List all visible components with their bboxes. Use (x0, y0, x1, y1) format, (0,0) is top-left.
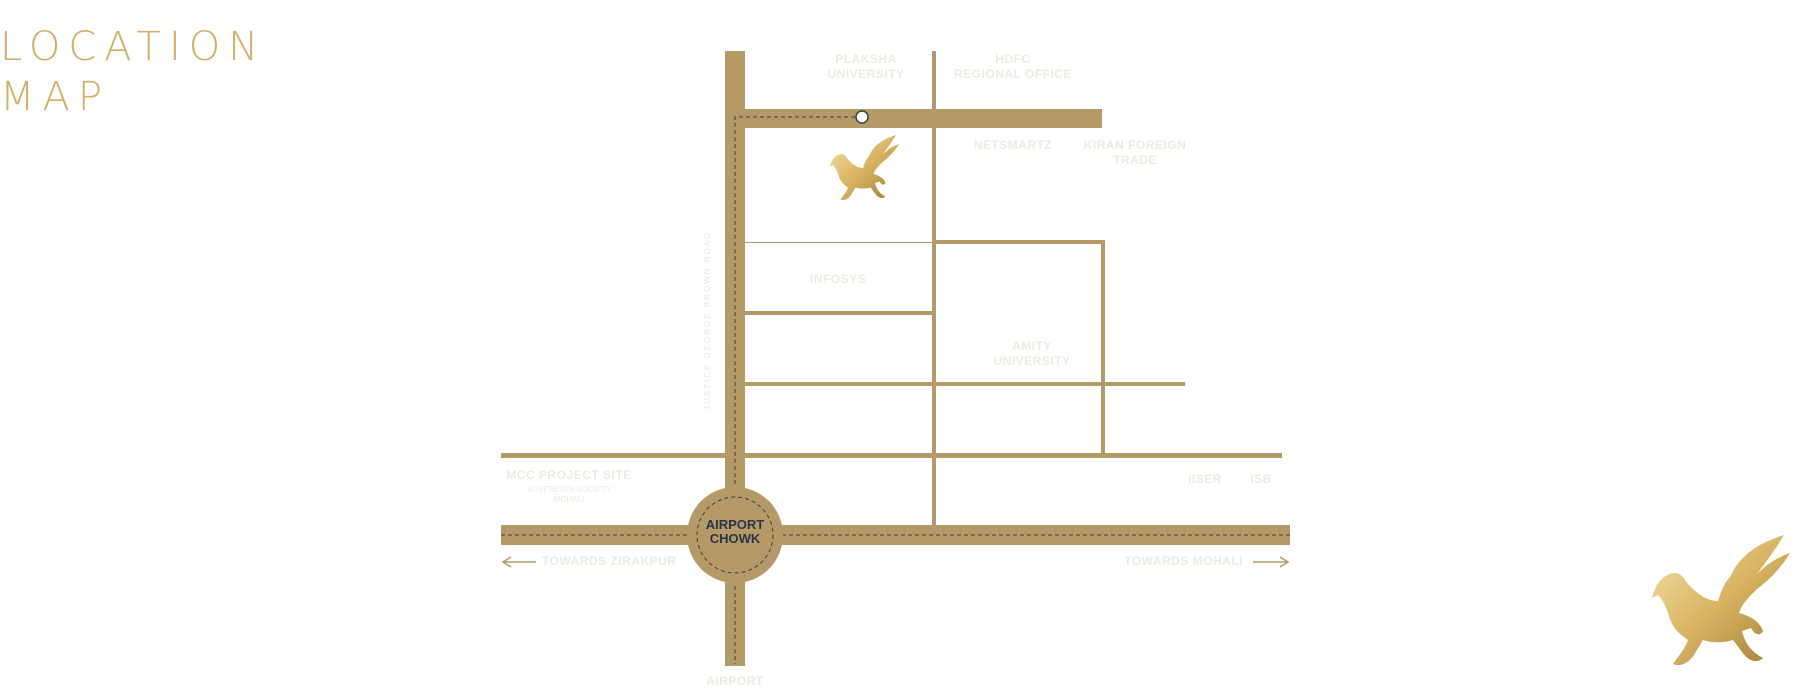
road-box-top (934, 240, 1105, 244)
arrow-right-icon (1253, 556, 1290, 568)
label-isb: ISB (1250, 472, 1272, 486)
label-kiran-1: KIRAN FOREIGN (1084, 138, 1187, 152)
label-iiser: IISER (1188, 472, 1222, 486)
road-infosys-bottom (745, 311, 936, 315)
road-long-horizontal (501, 453, 1282, 458)
label-hdfc-1: HDFC (995, 52, 1030, 66)
route-dashed-lines (501, 116, 1290, 664)
pegasus-icon (830, 135, 899, 201)
label-amity-2: UNIVERSITY (993, 354, 1070, 368)
road-box-right (1101, 240, 1105, 456)
road-amity (745, 382, 1185, 386)
label-vertical-road: JUSTICE GEORGE BROWN ROAD (703, 231, 712, 410)
arrow-left-icon (501, 556, 536, 568)
title-line-map: MAP (0, 74, 110, 120)
label-plaksha-1: PLAKSHA (835, 52, 897, 66)
chowk-dashed-ring (696, 496, 774, 574)
circle-marker-icon (855, 110, 869, 124)
label-airport: AIRPORT (706, 674, 764, 688)
pegasus-logo-icon (1652, 535, 1790, 666)
label-mcc-sub-2: MOHALI (554, 495, 585, 504)
title-line-location: LOCATION (0, 24, 267, 70)
label-infosys: INFOSYS (810, 272, 866, 286)
label-kiran-2: TRADE (1113, 153, 1157, 167)
airport-chowk: AIRPORT CHOWK (687, 487, 783, 583)
label-plaksha-2: UNIVERSITY (827, 67, 904, 81)
page-title: LOCATION MAP (0, 22, 266, 122)
road-vertical-mid (932, 51, 936, 527)
landmark-labels: PLAKSHA UNIVERSITY HDFC REGIONAL OFFICE … (506, 52, 1271, 688)
label-mcc-sub-1: SOVEREIGN SOCIETY (527, 485, 613, 494)
label-towards-zirakpur: TOWARDS ZIRAKPUR (542, 554, 676, 568)
chowk-circle (687, 487, 783, 583)
label-hdfc-2: REGIONAL OFFICE (954, 67, 1072, 81)
label-amity-1: AMITY (1012, 339, 1052, 353)
label-netsmartz: NETSMARTZ (974, 138, 1053, 152)
road-top-horizontal (735, 109, 1102, 128)
chowk-label-line2: CHOWK (710, 531, 761, 546)
label-towards-mohali: TOWARDS MOHALI (1124, 554, 1243, 568)
label-mcc-site: MCC PROJECT SITE (506, 468, 631, 482)
road-infosys-top (745, 242, 936, 243)
chowk-label-line1: AIRPORT (706, 517, 765, 532)
route-to-site (734, 116, 862, 487)
